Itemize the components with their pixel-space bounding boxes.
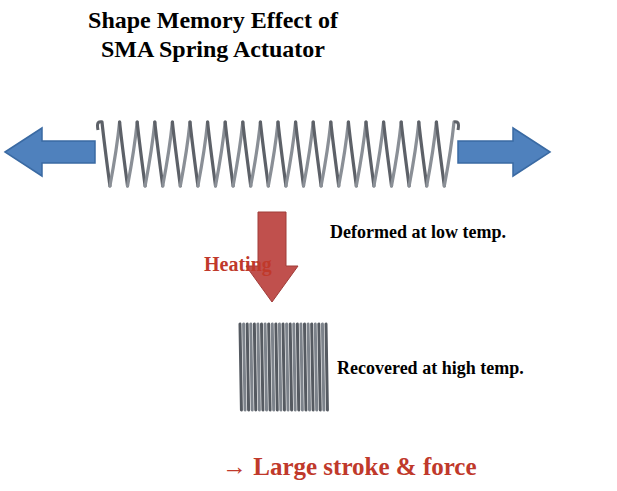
coil-turn [102, 122, 110, 186]
coil-turn [301, 324, 302, 410]
coil-turn [260, 122, 268, 186]
coil-turn [319, 324, 320, 410]
coil-turn [251, 122, 261, 186]
coil-turn [321, 122, 331, 186]
coil-turn [374, 122, 384, 186]
coil-turn [312, 324, 313, 410]
coil-turn [258, 324, 259, 410]
coil-turn [240, 324, 241, 410]
coil-turn [290, 324, 291, 410]
coil-turn [272, 324, 273, 410]
coil-turn [172, 122, 180, 186]
coil-turn [315, 324, 316, 410]
coil-turn [322, 324, 323, 410]
spring-end [98, 122, 103, 130]
coil-turn [283, 324, 284, 410]
spring-end [454, 122, 459, 130]
coil-turn [348, 122, 356, 186]
coil-turn [120, 122, 128, 186]
coil-turn [251, 324, 252, 410]
coil-turn [419, 122, 427, 186]
coil-turn [296, 122, 304, 186]
coil-turn [225, 122, 233, 186]
coil-turn [268, 122, 278, 186]
diagram-title: Shape Memory Effect of SMA Spring Actuat… [73, 6, 353, 64]
pull-arrow-right [458, 128, 550, 176]
coil-turn [356, 122, 366, 186]
coil-turn [392, 122, 402, 186]
coil-turn [313, 122, 321, 186]
coil-turn [208, 122, 216, 186]
coil-turn [155, 122, 163, 186]
coil-turn [216, 122, 226, 186]
coil-turn [305, 324, 306, 410]
coil-turn [276, 324, 277, 410]
coil-turn [297, 324, 298, 410]
coil-turn [128, 122, 138, 186]
coil-turn [294, 324, 295, 410]
coil-turn [339, 122, 349, 186]
coil-turn [269, 324, 270, 410]
coil-turn [262, 324, 263, 410]
process-label: Heating [204, 252, 272, 276]
result-note: → Large stroke & force [222, 452, 477, 482]
coil-turn [137, 122, 145, 186]
coil-turn [287, 324, 288, 410]
compressed-spring [240, 324, 327, 410]
coil-turn [444, 122, 454, 186]
coil-turn [331, 122, 339, 186]
coil-turn [278, 122, 286, 186]
coil-turn [308, 324, 309, 410]
state-label: Recovered at high temp. [337, 358, 524, 380]
coil-turn [304, 122, 314, 186]
coil-turn [384, 122, 392, 186]
coil-turn [244, 324, 245, 410]
coil-turn [409, 122, 419, 186]
coil-turn [163, 122, 173, 186]
coil-turn [279, 324, 280, 410]
coil-turn [366, 122, 374, 186]
coil-turn [190, 122, 198, 186]
coil-turn [436, 122, 444, 186]
pull-arrow-left [5, 128, 95, 176]
coil-turn [198, 122, 208, 186]
coil-turn [265, 324, 266, 410]
coil-turn [110, 122, 120, 186]
stretched-spring [98, 122, 459, 186]
coil-turn [401, 122, 409, 186]
coil-turn [247, 324, 248, 410]
coil-turn [145, 122, 155, 186]
coil-turn [180, 122, 190, 186]
coil-turn [233, 122, 243, 186]
coil-turn [427, 122, 437, 186]
coil-turn [254, 324, 255, 410]
coil-turn [326, 324, 327, 410]
coil-turn [286, 122, 296, 186]
state-label: Deformed at low temp. [330, 222, 506, 244]
coil-turn [243, 122, 251, 186]
